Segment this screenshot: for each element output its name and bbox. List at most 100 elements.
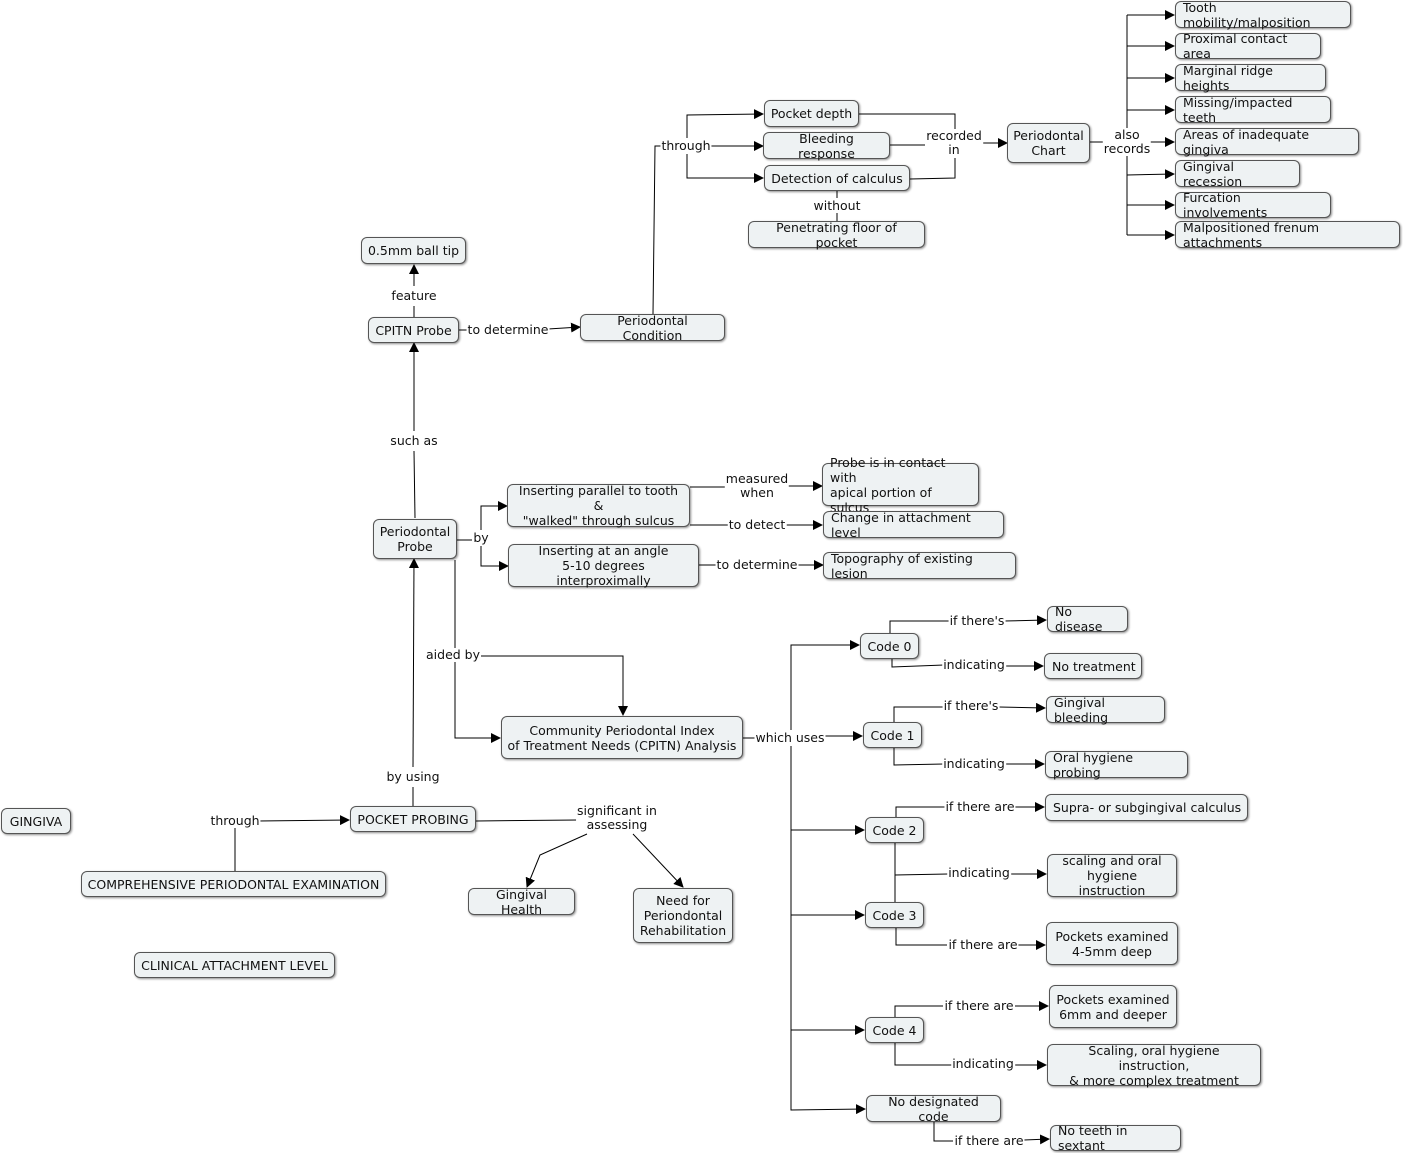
- node-code-1[interactable]: Code 1: [863, 722, 922, 748]
- node-ball-tip[interactable]: 0.5mm ball tip: [361, 237, 466, 264]
- node-tooth-mobility[interactable]: Tooth mobility/malposition: [1175, 0, 1351, 30]
- link-line: [632, 833, 684, 888]
- node-pocket-depth[interactable]: Pocket depth: [764, 100, 859, 127]
- node-inadequate-gingiva[interactable]: Areas of inadequate gingiva: [1175, 127, 1359, 157]
- link-line: [893, 748, 945, 766]
- node-cpitn-analysis[interactable]: Community Periodontal Index of Treatment…: [501, 716, 743, 759]
- link-line: [408, 558, 419, 768]
- node-no-teeth[interactable]: No teeth in sextant: [1050, 1123, 1181, 1153]
- node-gingival-health[interactable]: Gingival Health: [468, 887, 575, 917]
- link-label-if-there-are-no-code: if there are: [953, 1133, 1025, 1148]
- link-line: [1023, 1134, 1050, 1145]
- node-detection-calculus[interactable]: Detection of calculus: [764, 165, 910, 191]
- link-label-measured-when: measured when: [724, 471, 790, 500]
- node-pockets-4-5mm[interactable]: Pockets examined 4-5mm deep: [1046, 922, 1178, 965]
- link-line: [257, 815, 350, 826]
- node-code-3[interactable]: Code 3: [865, 902, 924, 928]
- link-label-to-determine: to determine: [466, 322, 550, 337]
- node-bleeding-response[interactable]: Bleeding response: [763, 131, 890, 161]
- node-inserting-angle[interactable]: Inserting at an angle 5-10 degrees inter…: [508, 543, 699, 588]
- link-label-if-theres-code0: if there's: [948, 613, 1006, 628]
- node-gingival-bleeding[interactable]: Gingival bleeding: [1046, 695, 1165, 725]
- node-topography[interactable]: Topography of existing lesion: [823, 551, 1016, 581]
- link-label-aided-by: aided by: [425, 647, 481, 662]
- node-no-designated-code[interactable]: No designated code: [866, 1094, 1001, 1124]
- link-label-by: by: [472, 530, 490, 545]
- link-line: [480, 501, 508, 530]
- node-periodontal-probe[interactable]: Periodontal Probe: [373, 519, 457, 559]
- link-label-to-detect: to detect: [727, 517, 787, 532]
- node-attachment-change[interactable]: Change in attachment level: [823, 510, 1004, 540]
- node-periodontal-chart[interactable]: Periodontal Chart: [1007, 123, 1090, 163]
- node-code-0[interactable]: Code 0: [860, 633, 919, 659]
- link-line: [891, 658, 945, 668]
- link-label-if-there-are-code3: if there are: [947, 937, 1019, 952]
- link-line: [894, 873, 949, 876]
- node-comprehensive-periodontal-examination[interactable]: COMPREHENSIVE PERIODONTAL EXAMINATION: [81, 871, 386, 897]
- link-line: [1003, 615, 1047, 626]
- link-label-indicating-code1: indicating: [942, 756, 1006, 771]
- link-label-if-there-are-code4: if there are: [943, 998, 1015, 1013]
- link-label-if-there-are-code2: if there are: [944, 799, 1016, 814]
- node-marginal-ridge[interactable]: Marginal ridge heights: [1175, 63, 1326, 93]
- link-line: [933, 1122, 953, 1142]
- node-missing-teeth[interactable]: Missing/impacted teeth: [1175, 95, 1331, 125]
- link-line: [893, 706, 943, 722]
- link-line: [480, 655, 628, 716]
- link-label-to-determine-2: to determine: [715, 557, 799, 572]
- link-label-which-uses: which uses: [754, 730, 826, 745]
- link-label-if-theres-code1: if there's: [942, 698, 1000, 713]
- node-pocket-probing[interactable]: POCKET PROBING: [350, 806, 476, 832]
- link-line: [895, 806, 945, 817]
- node-gingival-recession[interactable]: Gingival recession: [1175, 159, 1300, 189]
- node-periodontal-condition[interactable]: Periodontal Condition: [580, 313, 725, 343]
- node-cpitn-probe[interactable]: CPITN Probe: [368, 317, 459, 343]
- node-scaling-instruction[interactable]: scaling and oral hygiene instruction: [1047, 853, 1177, 898]
- node-probe-contact[interactable]: Probe is in contact with apical portion …: [822, 455, 979, 515]
- node-gingiva[interactable]: GINGIVA: [1, 808, 71, 834]
- node-penetrating-floor[interactable]: Penetrating floor of pocket: [748, 220, 925, 250]
- link-label-such-as: such as: [389, 433, 439, 448]
- node-frenum[interactable]: Malpositioned frenum attachments: [1175, 220, 1400, 250]
- link-line: [652, 145, 662, 315]
- node-proximal-contact[interactable]: Proximal contact area: [1175, 31, 1321, 61]
- link-label-through: through: [209, 813, 261, 828]
- link-line: [525, 833, 588, 888]
- link-label-recorded-in: recorded in: [925, 128, 983, 157]
- node-code-4[interactable]: Code 4: [865, 1017, 924, 1043]
- link-line: [475, 819, 579, 822]
- link-line: [790, 640, 860, 730]
- node-oral-hygiene-probing[interactable]: Oral hygiene probing: [1045, 750, 1188, 780]
- node-clinical-attachment-level[interactable]: CLINICAL ATTACHMENT LEVEL: [134, 952, 335, 978]
- node-code-2[interactable]: Code 2: [865, 817, 924, 843]
- link-line: [1126, 169, 1175, 180]
- link-line: [909, 158, 956, 180]
- link-line: [686, 109, 764, 138]
- node-need-rehabilitation[interactable]: Need for Periondontal Rehabilitation: [633, 888, 733, 943]
- link-label-feature: feature: [390, 288, 438, 303]
- node-furcation[interactable]: Furcation involvements: [1175, 190, 1331, 220]
- link-label-also-records: also records: [1102, 127, 1152, 156]
- link-line: [889, 620, 950, 633]
- node-no-treatment[interactable]: No treatment: [1044, 653, 1142, 679]
- link-line: [790, 746, 866, 1115]
- node-inserting-parallel[interactable]: Inserting parallel to tooth & "walked" t…: [507, 483, 690, 528]
- link-line: [413, 450, 416, 519]
- link-label-without: without: [812, 198, 862, 213]
- link-line: [480, 546, 509, 571]
- link-line: [894, 1005, 943, 1017]
- node-no-disease[interactable]: No disease: [1047, 604, 1128, 634]
- node-supra-calculus[interactable]: Supra- or subgingival calculus: [1045, 794, 1248, 821]
- link-label-indicating-code2-3: indicating: [947, 865, 1011, 880]
- node-complex-treatment[interactable]: Scaling, oral hygiene instruction, & mor…: [1047, 1043, 1261, 1088]
- link-line: [686, 154, 764, 183]
- node-pockets-6mm[interactable]: Pockets examined 6mm and deeper: [1049, 985, 1177, 1028]
- link-line: [454, 560, 501, 743]
- link-label-indicating-code0: indicating: [942, 657, 1006, 672]
- link-line: [998, 702, 1046, 713]
- link-line: [859, 113, 956, 129]
- link-label-indicating-code4: indicating: [951, 1056, 1015, 1071]
- link-line: [894, 1042, 952, 1066]
